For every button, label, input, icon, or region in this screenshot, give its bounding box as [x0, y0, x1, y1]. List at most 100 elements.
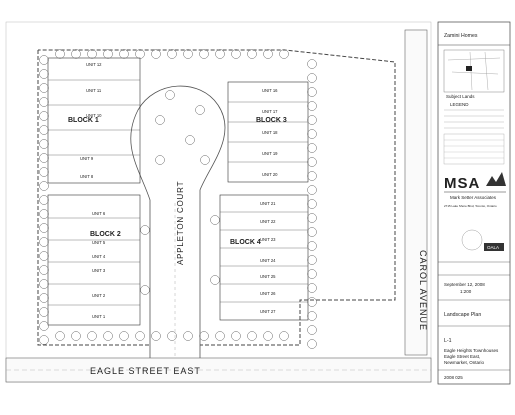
unit-label: UNIT 20	[262, 172, 278, 177]
title-block: Zamini Homes Subject Lands LEGEND MSA Ma…	[437, 21, 511, 385]
tree-icon	[140, 285, 150, 295]
property-line	[37, 49, 396, 346]
firm-address: 2715 Lake Shore Blvd, Toronto, Ontario	[444, 204, 497, 208]
tree-icon	[39, 167, 49, 177]
tree-icon	[39, 335, 49, 345]
tree-icon	[55, 49, 65, 59]
court-name: APPLETON COURT	[176, 181, 185, 265]
tree-icon	[307, 87, 317, 97]
unit-label: UNIT 21	[260, 201, 276, 206]
project-number: 2008 025	[444, 375, 463, 380]
unit-label: UNIT 8	[80, 174, 94, 179]
tree-icon	[210, 275, 220, 285]
tree-icon	[39, 195, 49, 205]
unit-label: UNIT 23	[260, 237, 276, 242]
block-label: BLOCK 4	[230, 239, 261, 246]
tree-icon	[39, 125, 49, 135]
tree-icon	[167, 331, 177, 341]
tree-icon	[307, 101, 317, 111]
tree-icon	[307, 297, 317, 307]
tree-icon	[195, 105, 205, 115]
block-3-lots: UNIT 16 UNIT 17 UNIT 18 UNIT 19 UNIT 20 …	[227, 81, 309, 183]
unit-label: UNIT 27	[260, 309, 276, 314]
tree-icon	[71, 49, 81, 59]
tree-icon	[39, 181, 49, 191]
sheet-title: Landscape Plan	[444, 312, 481, 318]
tree-icon	[307, 59, 317, 69]
tree-icon	[307, 227, 317, 237]
tree-icon	[307, 171, 317, 181]
unit-label: UNIT 3	[92, 268, 106, 273]
tree-icon	[215, 331, 225, 341]
tree-icon	[307, 339, 317, 349]
tree-icon	[307, 241, 317, 251]
tree-icon	[307, 283, 317, 293]
tree-icon	[199, 49, 209, 59]
block-label: BLOCK 2	[90, 231, 121, 238]
unit-label: UNIT 5	[92, 240, 106, 245]
block-label: BLOCK 1	[68, 117, 99, 124]
tree-icon	[140, 225, 150, 235]
unit-label: UNIT 9	[80, 156, 94, 161]
tree-icon	[247, 49, 257, 59]
revision-table	[443, 133, 505, 165]
tree-icon	[263, 331, 273, 341]
tree-icon	[307, 157, 317, 167]
tree-icon	[39, 69, 49, 79]
tree-icon	[119, 331, 129, 341]
plan-frame	[5, 21, 432, 383]
sheet-number: L-1	[444, 338, 452, 344]
tree-icon	[307, 213, 317, 223]
unit-label: UNIT 24	[260, 258, 276, 263]
tree-icon	[135, 331, 145, 341]
unit-label: UNIT 2	[92, 293, 106, 298]
logo-mark-icon	[486, 172, 506, 186]
tree-icon	[39, 111, 49, 121]
tree-icon	[155, 115, 165, 125]
unit-label: UNIT 16	[262, 88, 278, 93]
project-street: Eagle Street East,	[444, 354, 480, 359]
legend-title: LEGEND	[450, 102, 469, 107]
unit-label: UNIT 10	[86, 113, 102, 118]
unit-label: UNIT 1	[92, 314, 106, 319]
tree-icon	[185, 135, 195, 145]
tree-icon	[39, 97, 49, 107]
tree-icon	[307, 199, 317, 209]
drawing-date: September 12, 2008	[444, 282, 485, 287]
carol-avenue-road	[404, 29, 428, 356]
unit-label: UNIT 22	[260, 219, 276, 224]
tree-icon	[183, 331, 193, 341]
tree-icon	[210, 215, 220, 225]
tree-icon	[183, 49, 193, 59]
tree-icon	[39, 237, 49, 247]
tree-icon	[39, 223, 49, 233]
oala-label: OALA	[487, 245, 499, 250]
tree-icon	[39, 321, 49, 331]
tree-icon	[307, 185, 317, 195]
tree-icon	[87, 49, 97, 59]
unit-label: UNIT 25	[260, 274, 276, 279]
tree-icon	[39, 83, 49, 93]
unit-label: UNIT 12	[86, 62, 102, 67]
tree-icon	[263, 49, 273, 59]
drawing-scale: 1:200	[460, 289, 472, 294]
tree-icon	[307, 311, 317, 321]
tree-icon	[215, 49, 225, 59]
unit-label: UNIT 18	[262, 130, 278, 135]
registration-seal	[461, 229, 483, 251]
unit-label: UNIT 11	[86, 88, 102, 93]
unit-label: UNIT 17	[262, 109, 278, 114]
key-map	[443, 49, 505, 93]
tree-icon	[39, 55, 49, 65]
appleton-court-road	[130, 85, 226, 381]
firm-name: Mark Setter Associates	[450, 195, 497, 200]
avenue-name: CAROL AVENUE	[418, 250, 428, 331]
tree-icon	[155, 155, 165, 165]
key-map-caption: Subject Lands	[446, 94, 475, 99]
tree-icon	[39, 307, 49, 317]
tree-icon	[135, 49, 145, 59]
firm-logo: MSA	[444, 175, 480, 192]
project-city: Newmarket, Ontario	[444, 360, 485, 365]
tree-icon	[307, 143, 317, 153]
